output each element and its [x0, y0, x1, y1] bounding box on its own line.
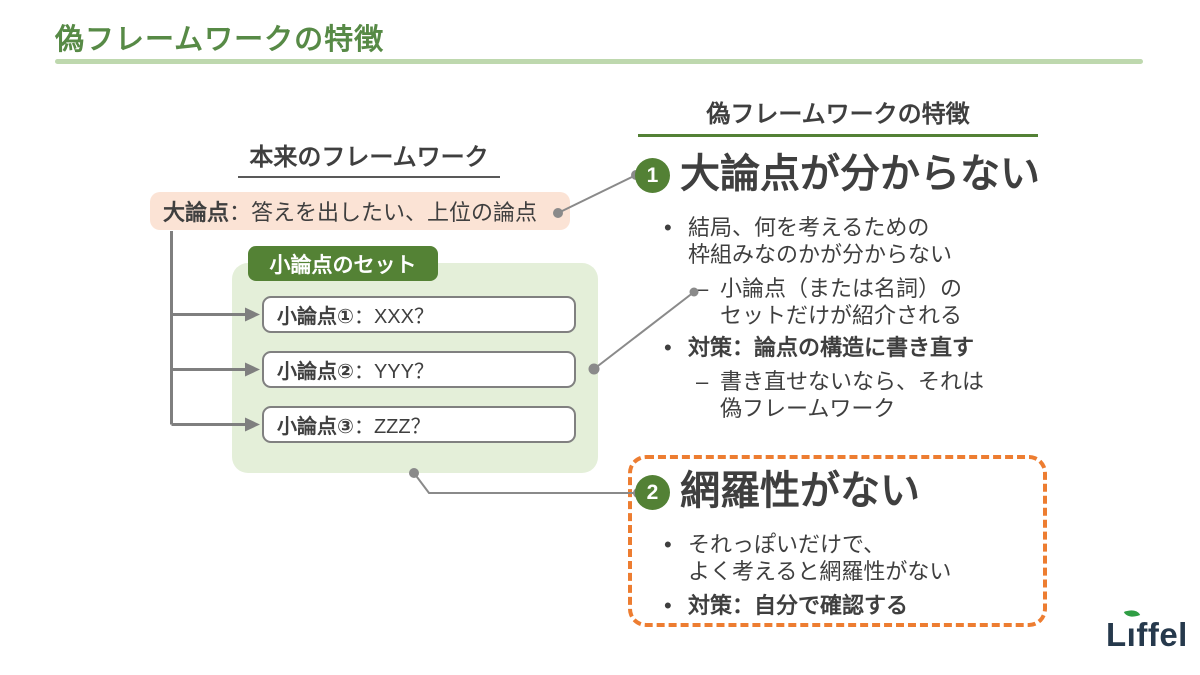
sub-issues-badge: 小論点のセット — [248, 246, 438, 281]
section-2-bullets: • それっぽいだけで、 よく考えると網羅性がない • 対策：自分で確認する — [664, 531, 1024, 626]
bullet-line: 対策：論点の構造に書き直す — [688, 335, 975, 360]
main-issue-label: 大論点 — [163, 200, 230, 225]
logo-text: ı — [1126, 616, 1137, 653]
sub-issue-label: 小論点① — [277, 306, 354, 328]
main-issue-separator: ： — [229, 200, 252, 225]
title-divider — [55, 59, 1143, 64]
bullet-marker: • — [664, 593, 672, 618]
main-issue-text: 答えを出したい、上位の論点 — [251, 200, 538, 225]
sub-issue-box-1: 小論点①：XXX？ — [262, 296, 576, 333]
bullet-item: • 対策：論点の構造に書き直す — [664, 334, 1064, 361]
sub-issue-text: ZZZ？ — [373, 416, 431, 438]
bullet-line: 書き直せないなら、それは — [720, 369, 985, 394]
section-2-heading: 網羅性がない — [680, 469, 920, 513]
sub-issue-box-2: 小論点②：YYY？ — [262, 351, 576, 388]
sub-issue-separator: ： — [353, 416, 374, 438]
bullet-item: – 書き直せないなら、それは 偽フレームワーク — [696, 368, 1064, 422]
sub-issue-label: 小論点③ — [277, 416, 354, 438]
main-issue-box: 大論点：答えを出したい、上位の論点 — [150, 192, 570, 230]
dash-marker: – — [696, 276, 709, 301]
sub-issue-separator: ： — [353, 306, 374, 328]
bullet-line: 小論点（または名詞）の — [720, 276, 963, 301]
bullet-item: • 対策：自分で確認する — [664, 592, 1024, 619]
bullet-item: – 小論点（または名詞）の セットだけが紹介される — [696, 275, 1064, 329]
logo-text: ffel — [1136, 616, 1188, 653]
bullet-line: 結局、何を考えるための — [688, 215, 930, 240]
dash-marker: – — [696, 369, 709, 394]
sub-issue-text: YYY？ — [373, 361, 434, 383]
sub-issue-box-3: 小論点③：ZZZ？ — [262, 406, 576, 443]
bullet-line: 偽フレームワーク — [720, 396, 896, 421]
section-2-number-badge: 2 — [635, 475, 670, 510]
section-2-dashed-box — [628, 455, 1047, 627]
section-1-bullets: • 結局、何を考えるための 枠組みなのかが分からない – 小論点（または名詞）の… — [664, 214, 1064, 427]
right-panel-heading: 偽フレームワークの特徴 — [638, 94, 1038, 137]
bullet-marker: • — [664, 215, 672, 240]
logo-text: L — [1106, 616, 1127, 653]
bullet-line: それっぽいだけで、 — [688, 532, 886, 557]
bullet-marker: • — [664, 335, 672, 360]
sub-issue-text: XXX？ — [373, 306, 434, 328]
bullet-item: • 結局、何を考えるための 枠組みなのかが分からない — [664, 214, 1064, 268]
bullet-line: セットだけが紹介される — [720, 303, 963, 328]
sub-issue-label: 小論点② — [277, 361, 354, 383]
left-panel-heading: 本来のフレームワーク — [238, 137, 500, 178]
section-1-number-badge: 1 — [635, 158, 670, 193]
section-1-heading: 大論点が分からない — [680, 152, 1040, 196]
bullet-item: • それっぽいだけで、 よく考えると網羅性がない — [664, 531, 1024, 585]
page-title: 偽フレームワークの特徴 — [55, 24, 385, 56]
bullet-marker: • — [664, 532, 672, 557]
bullet-line: 対策：自分で確認する — [688, 593, 909, 618]
sub-issue-separator: ： — [353, 361, 374, 383]
bullet-line: 枠組みなのかが分からない — [688, 242, 953, 267]
bullet-line: よく考えると網羅性がない — [688, 559, 952, 584]
